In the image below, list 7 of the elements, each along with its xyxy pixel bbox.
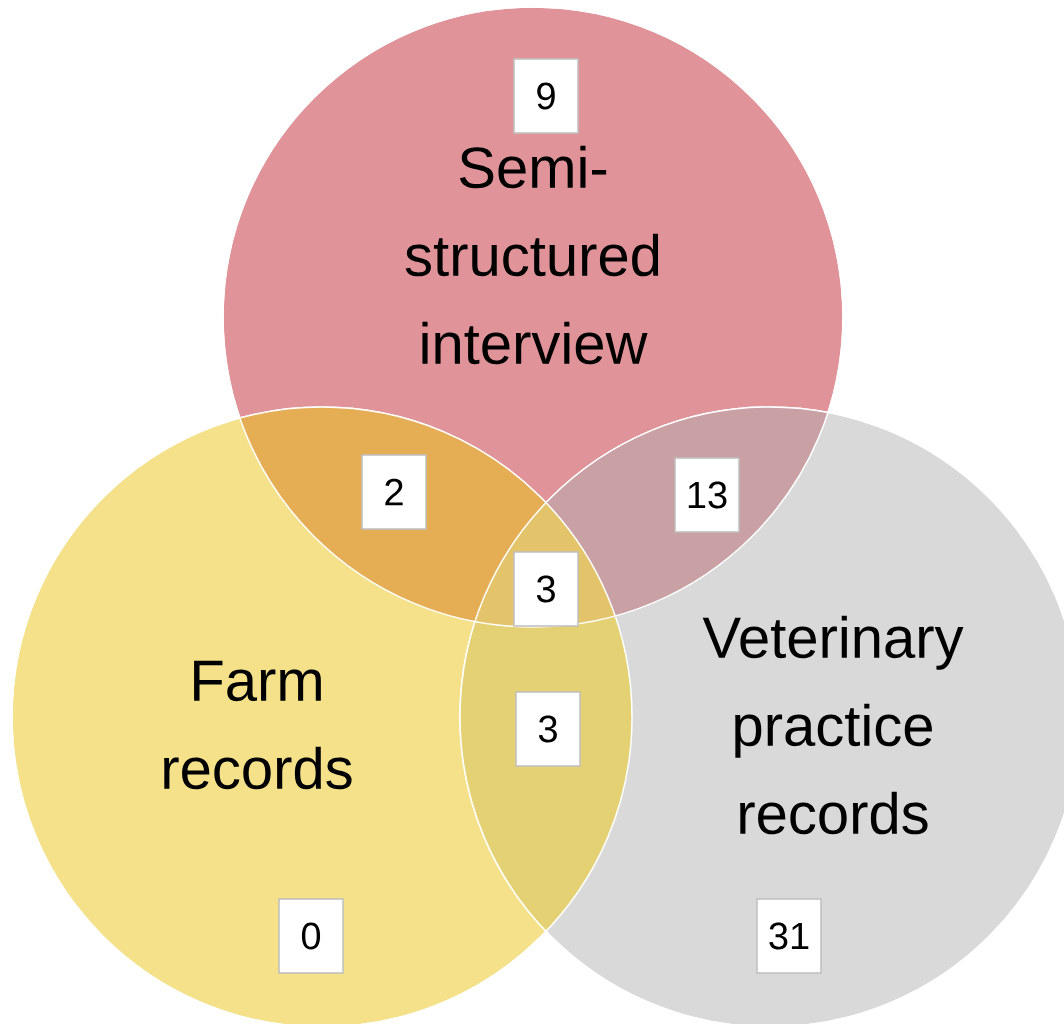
count-box: 0: [278, 898, 344, 974]
count-box: 2: [361, 454, 427, 530]
count-box: 3: [515, 691, 581, 767]
count-box: 9: [513, 58, 579, 134]
count-box: 3: [513, 551, 579, 627]
count-box: 31: [756, 898, 822, 974]
count-box: 13: [674, 457, 740, 533]
